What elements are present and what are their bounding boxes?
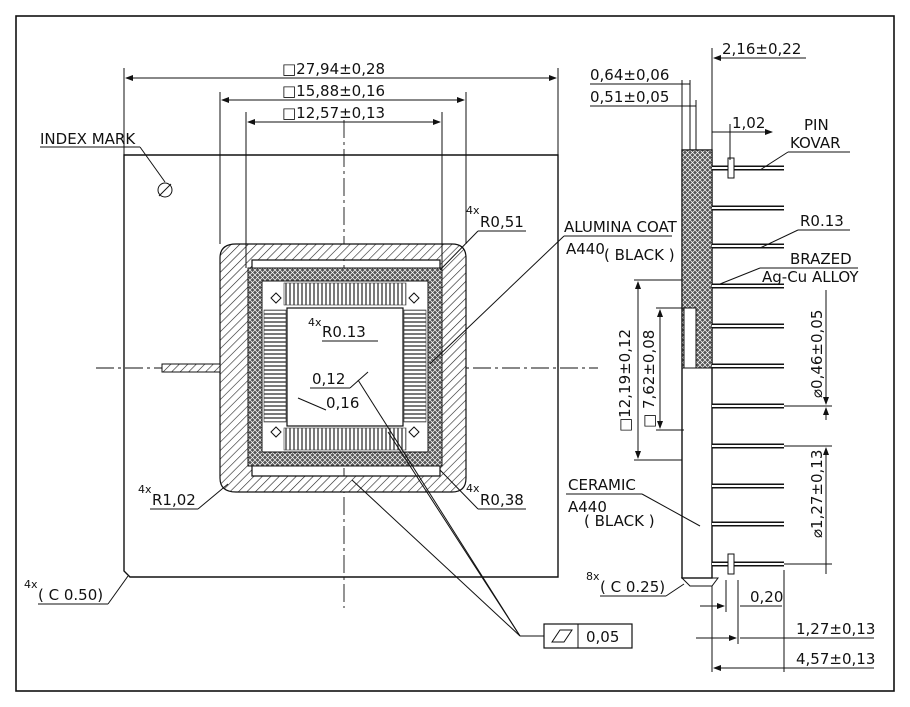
- ceramic-leader: [641, 493, 701, 527]
- ceramic-label: CERAMIC: [568, 476, 636, 494]
- pin-label: PIN: [804, 116, 829, 134]
- dim-016: 0,16: [326, 394, 359, 412]
- dim-1219: □12,19±0,12: [616, 329, 634, 432]
- callout-r013-inner: R0.13: [322, 323, 366, 341]
- dim-012: 0,12: [312, 370, 345, 388]
- page-frame: [15, 15, 895, 692]
- dim-020: 0,20: [750, 588, 783, 606]
- chamfer-c025: ( C 0.25): [600, 578, 665, 596]
- dim-216: 2,16±0,22: [722, 40, 801, 58]
- alumina-leader: [429, 235, 565, 365]
- dim-outer-square: □27,94±0,28: [282, 60, 385, 78]
- svg-text:( BLACK ): ( BLACK ): [604, 246, 675, 264]
- top-view: INDEX MARK □27,94±0,28 □15,88±0,16: [24, 60, 678, 649]
- bond-fingers-right: [403, 309, 427, 423]
- bond-fingers-top: [283, 282, 407, 306]
- flatness-tolerance-frame: 0,05: [543, 623, 633, 649]
- dim-102: 1,02: [732, 114, 765, 132]
- index-mark-icon: [157, 182, 173, 198]
- dim-051: 0,51±0,05: [590, 88, 669, 106]
- dim-pitch: ⌀1,27±0,13: [808, 450, 826, 538]
- bond-fingers-left: [263, 309, 287, 423]
- dim-inner-square: □12,57±0,13: [282, 104, 385, 122]
- dim-762: □ 7,62±0,08: [640, 330, 658, 428]
- alumina-coat-label: ALUMINA COAT: [564, 218, 678, 236]
- dim-457: 4,57±0,13: [796, 650, 875, 668]
- svg-text:4x: 4x: [308, 316, 322, 329]
- agcu-label: Ag-Cu ALLOY: [762, 268, 859, 286]
- svg-text:( BLACK ): ( BLACK ): [584, 512, 655, 530]
- callout-r102: R1,02: [152, 491, 196, 509]
- side-pin-stub: [161, 363, 221, 373]
- side-view: 2,16±0,22 0,64±0,06 0,51±0,05 1,02 PIN K…: [566, 40, 875, 672]
- callout-r038: R0,38: [480, 491, 524, 509]
- svg-text:A440: A440: [566, 240, 605, 258]
- bond-fingers-bottom: [283, 427, 407, 451]
- side-pins: [712, 157, 784, 575]
- dim-127: 1,27±0,13: [796, 620, 875, 638]
- flatness-leader-1: [351, 479, 521, 637]
- dim-064: 0,64±0,06: [590, 66, 669, 84]
- svg-text:4x: 4x: [466, 482, 480, 495]
- svg-text:A440: A440: [568, 498, 607, 516]
- flatness-icon: [551, 629, 573, 643]
- dim-mid-square: □15,88±0,16: [282, 82, 385, 100]
- svg-text:8x: 8x: [586, 570, 600, 583]
- brazed-label: BRAZED: [790, 250, 852, 268]
- svg-text:4x: 4x: [138, 483, 152, 496]
- die-cavity: [286, 307, 404, 427]
- flatness-value: 0,05: [586, 628, 619, 646]
- svg-text:4x: 4x: [466, 204, 480, 217]
- dim-pin-dia: ⌀0,46±0,05: [808, 310, 826, 398]
- svg-text:4x: 4x: [24, 578, 38, 591]
- callout-r013-side: R0.13: [800, 212, 844, 230]
- kovar-label: KOVAR: [790, 134, 841, 152]
- index-mark-label: INDEX MARK: [40, 130, 136, 148]
- chamfer-c050: ( C 0.50): [38, 586, 103, 604]
- callout-r051: R0,51: [480, 213, 524, 231]
- index-mark-leader: [139, 146, 166, 183]
